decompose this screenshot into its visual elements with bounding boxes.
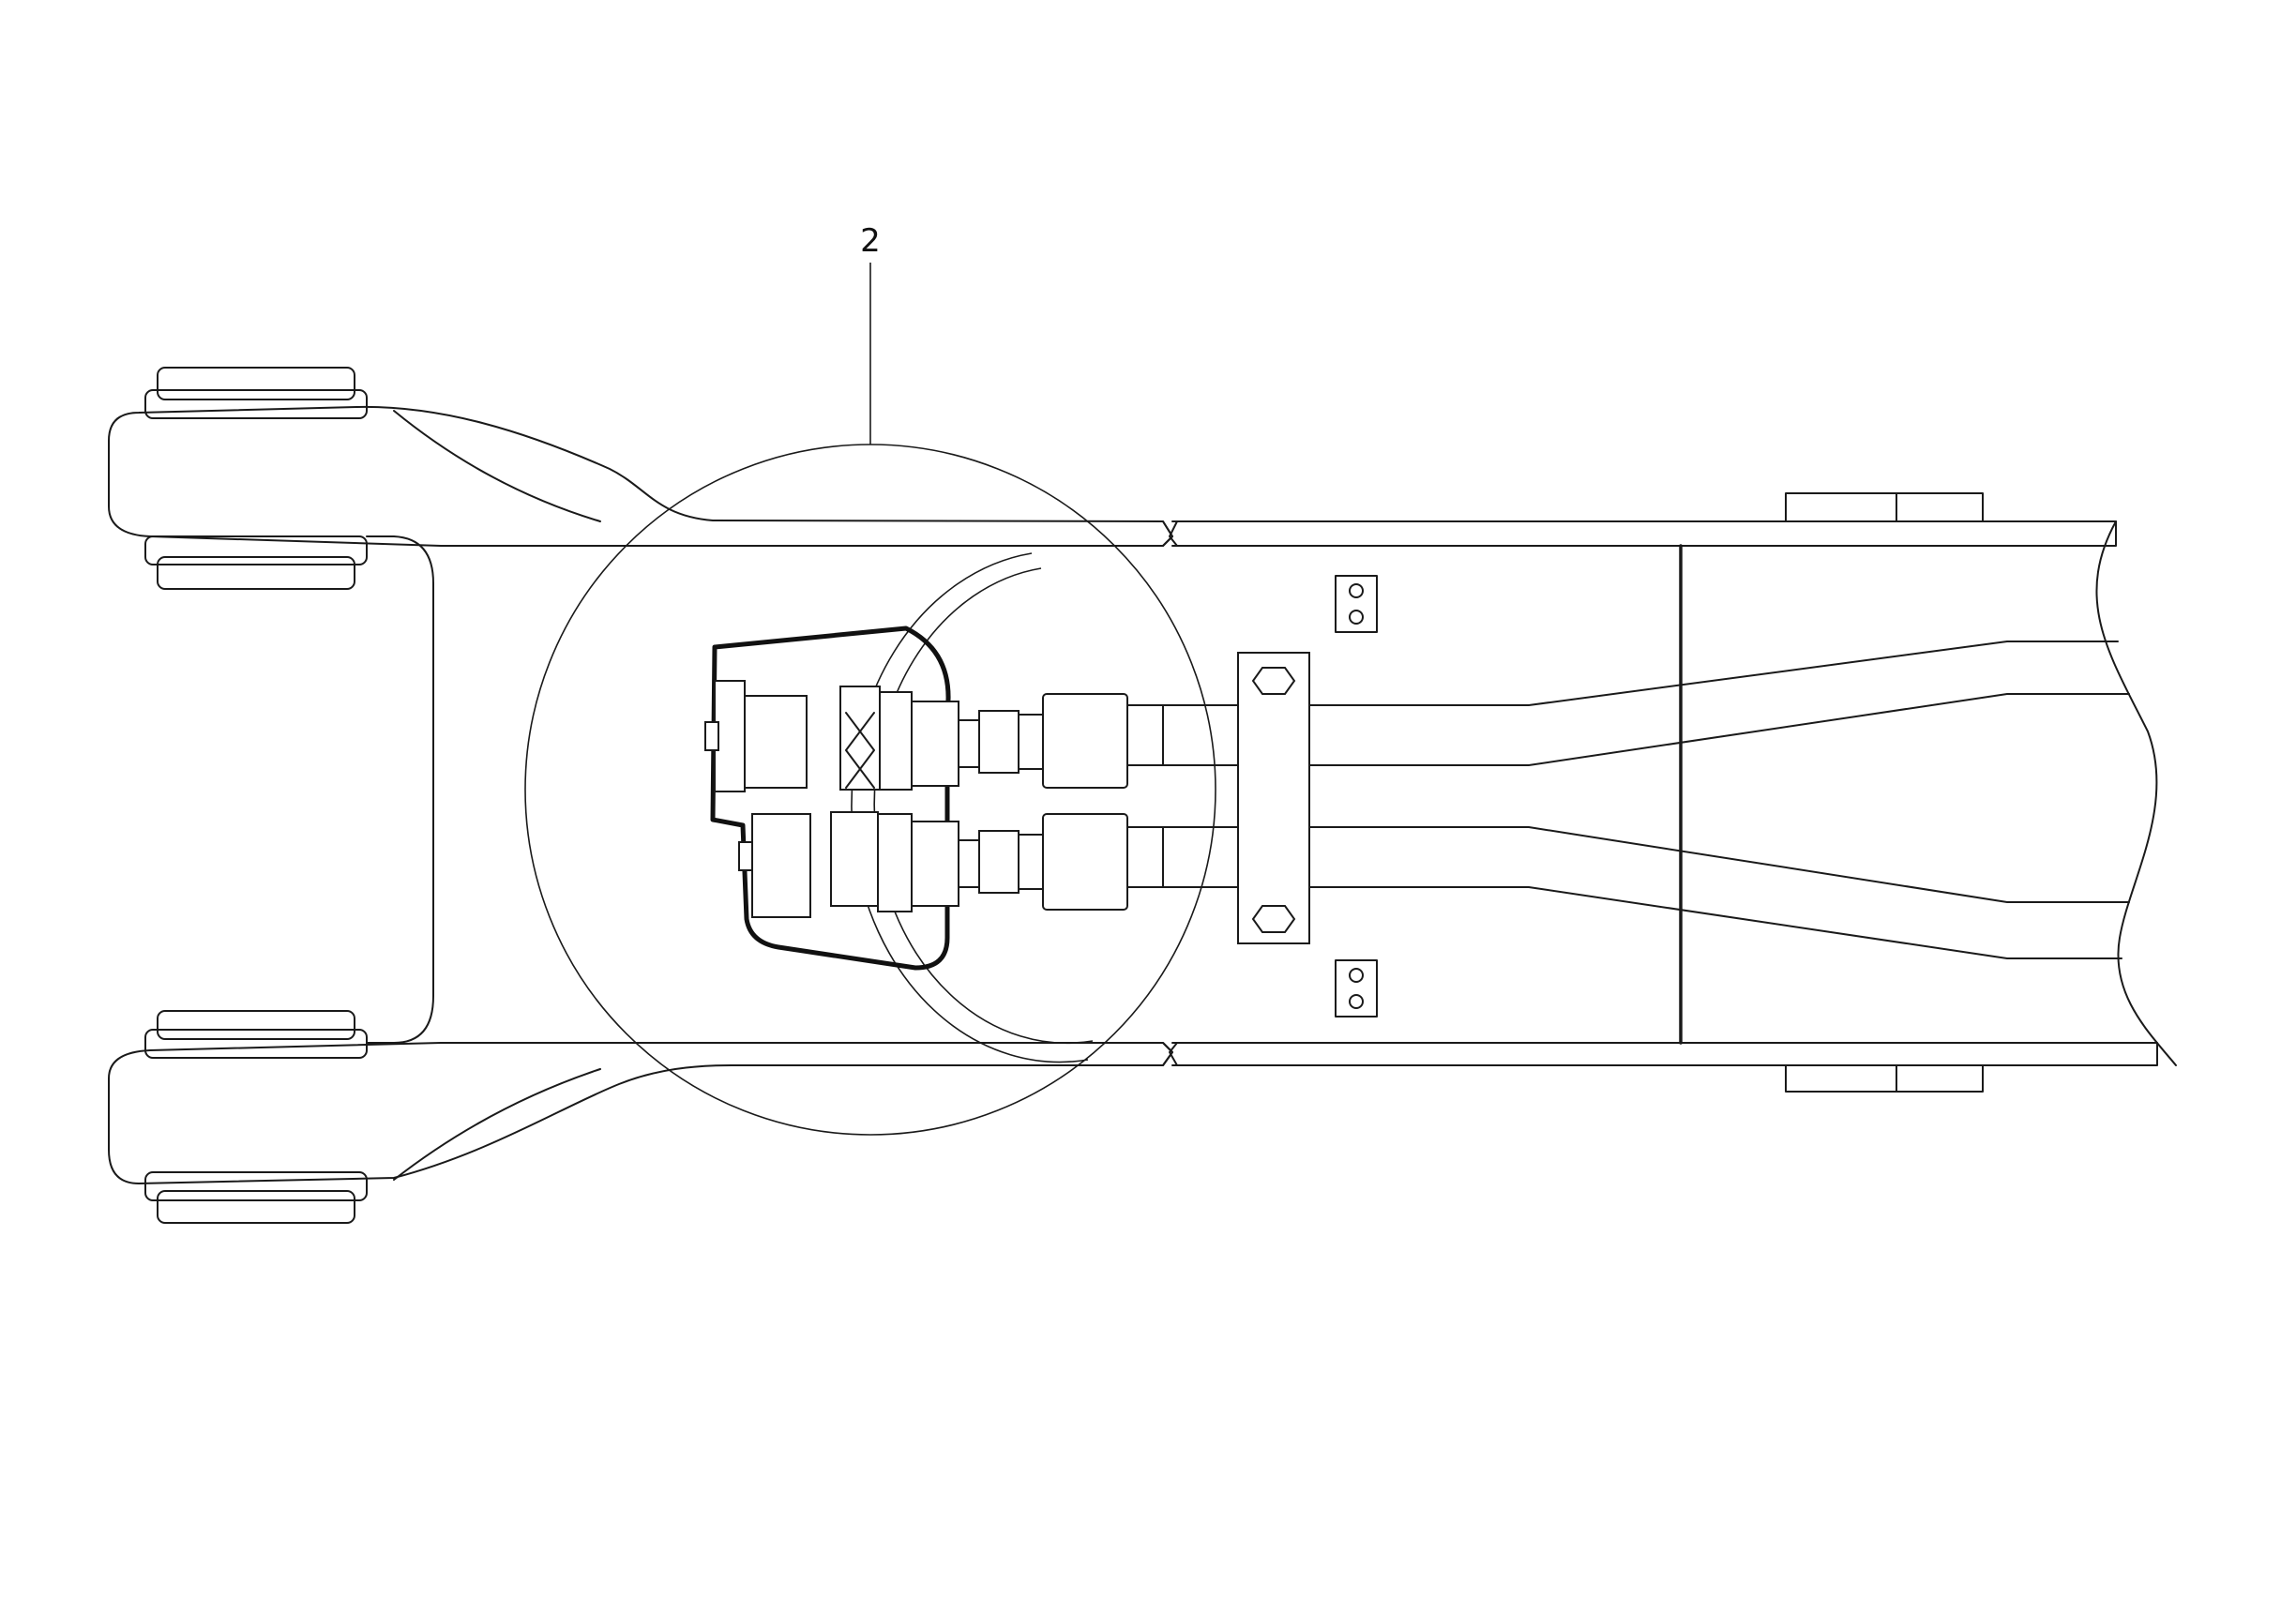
callout-2: 2 — [860, 222, 881, 445]
boom-body — [1162, 492, 2177, 1093]
bottom-pin-boss — [144, 1010, 368, 1224]
callout-label: 2 — [860, 222, 881, 260]
hose-clamp-bar — [1237, 652, 1310, 944]
lower-fork-arm — [108, 1042, 1173, 1184]
top-pin-boss — [144, 367, 368, 590]
upper-fork-arm — [108, 405, 1173, 547]
coupler-housing — [710, 626, 951, 971]
hydraulic-hoses — [1162, 641, 2130, 959]
lower-quick-coupler — [738, 811, 1164, 918]
upper-quick-coupler — [704, 680, 1164, 792]
